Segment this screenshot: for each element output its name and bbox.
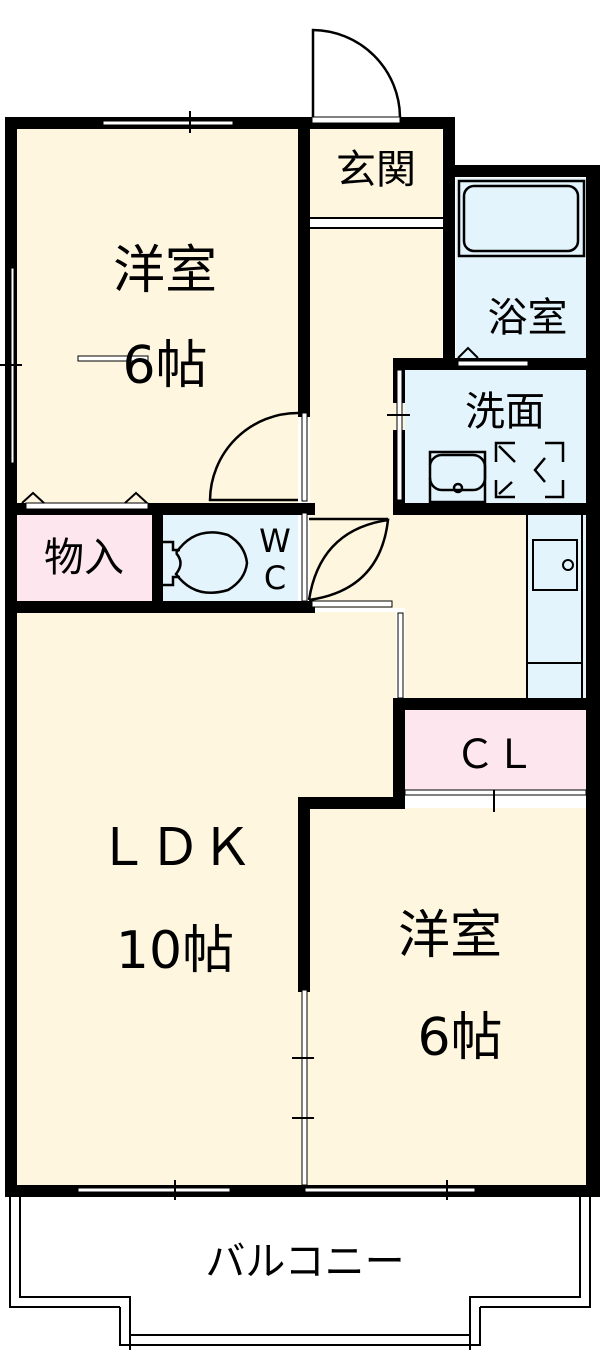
entrance bbox=[310, 128, 442, 218]
kitchen-area bbox=[405, 515, 527, 698]
storage-name: 物入 bbox=[44, 535, 124, 581]
western-room-2-size: 6帖 bbox=[417, 1008, 503, 1068]
toilet-name-w: W bbox=[259, 522, 291, 560]
western-room-1 bbox=[16, 128, 298, 508]
ldk-name: ＬＤＫ bbox=[96, 818, 253, 878]
closet-name: ＣＬ bbox=[455, 732, 535, 778]
western-room-1-size: 6帖 bbox=[122, 336, 208, 396]
toilet-name-c: C bbox=[263, 559, 287, 597]
western-room-2-name: 洋室 bbox=[397, 906, 502, 966]
ldk-size: 10帖 bbox=[115, 921, 235, 981]
bathroom bbox=[456, 178, 586, 368]
balcony-name: バルコニー bbox=[205, 1239, 405, 1285]
closet bbox=[405, 710, 586, 795]
storage bbox=[16, 515, 152, 603]
bathroom-name: 浴室 bbox=[487, 295, 568, 341]
ldk-lower bbox=[16, 800, 298, 1190]
western-room-2 bbox=[310, 808, 586, 1188]
entrance-name: 玄関 bbox=[336, 147, 416, 193]
western-room-1-name: 洋室 bbox=[112, 241, 217, 301]
washroom-name: 洗面 bbox=[465, 389, 545, 435]
